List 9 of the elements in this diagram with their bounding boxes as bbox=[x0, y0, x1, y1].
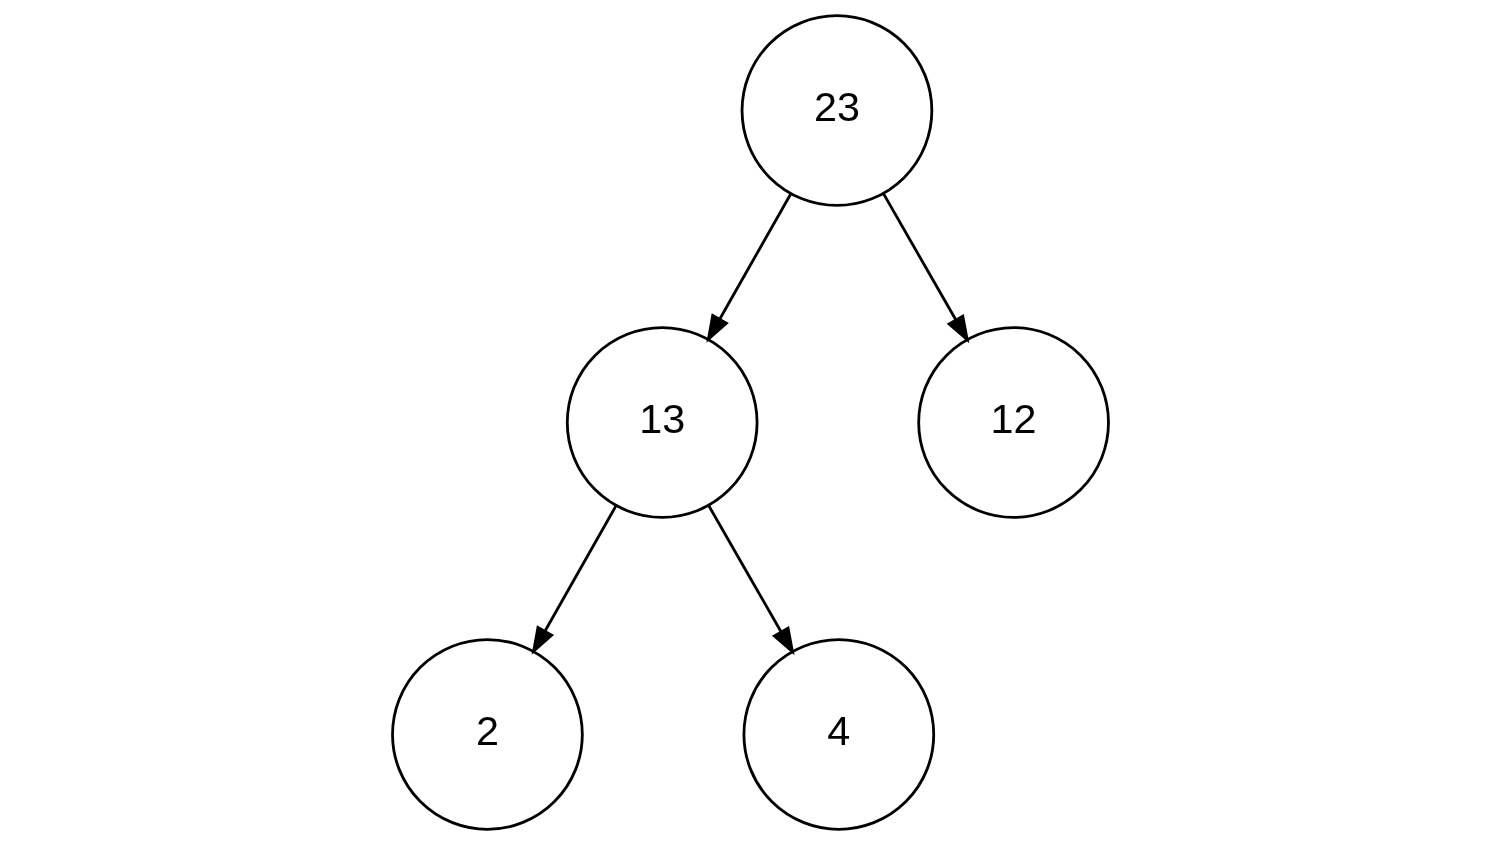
arrow bbox=[881, 192, 969, 344]
node-circle: 2 bbox=[390, 638, 584, 831]
arrow bbox=[705, 193, 792, 343]
arrow bbox=[706, 504, 795, 656]
arrow bbox=[531, 505, 617, 655]
node-circle: 4 bbox=[742, 638, 935, 831]
node-circle: 23 bbox=[740, 14, 933, 207]
node-circle: 12 bbox=[916, 326, 1110, 519]
node-circle: 13 bbox=[565, 326, 758, 519]
